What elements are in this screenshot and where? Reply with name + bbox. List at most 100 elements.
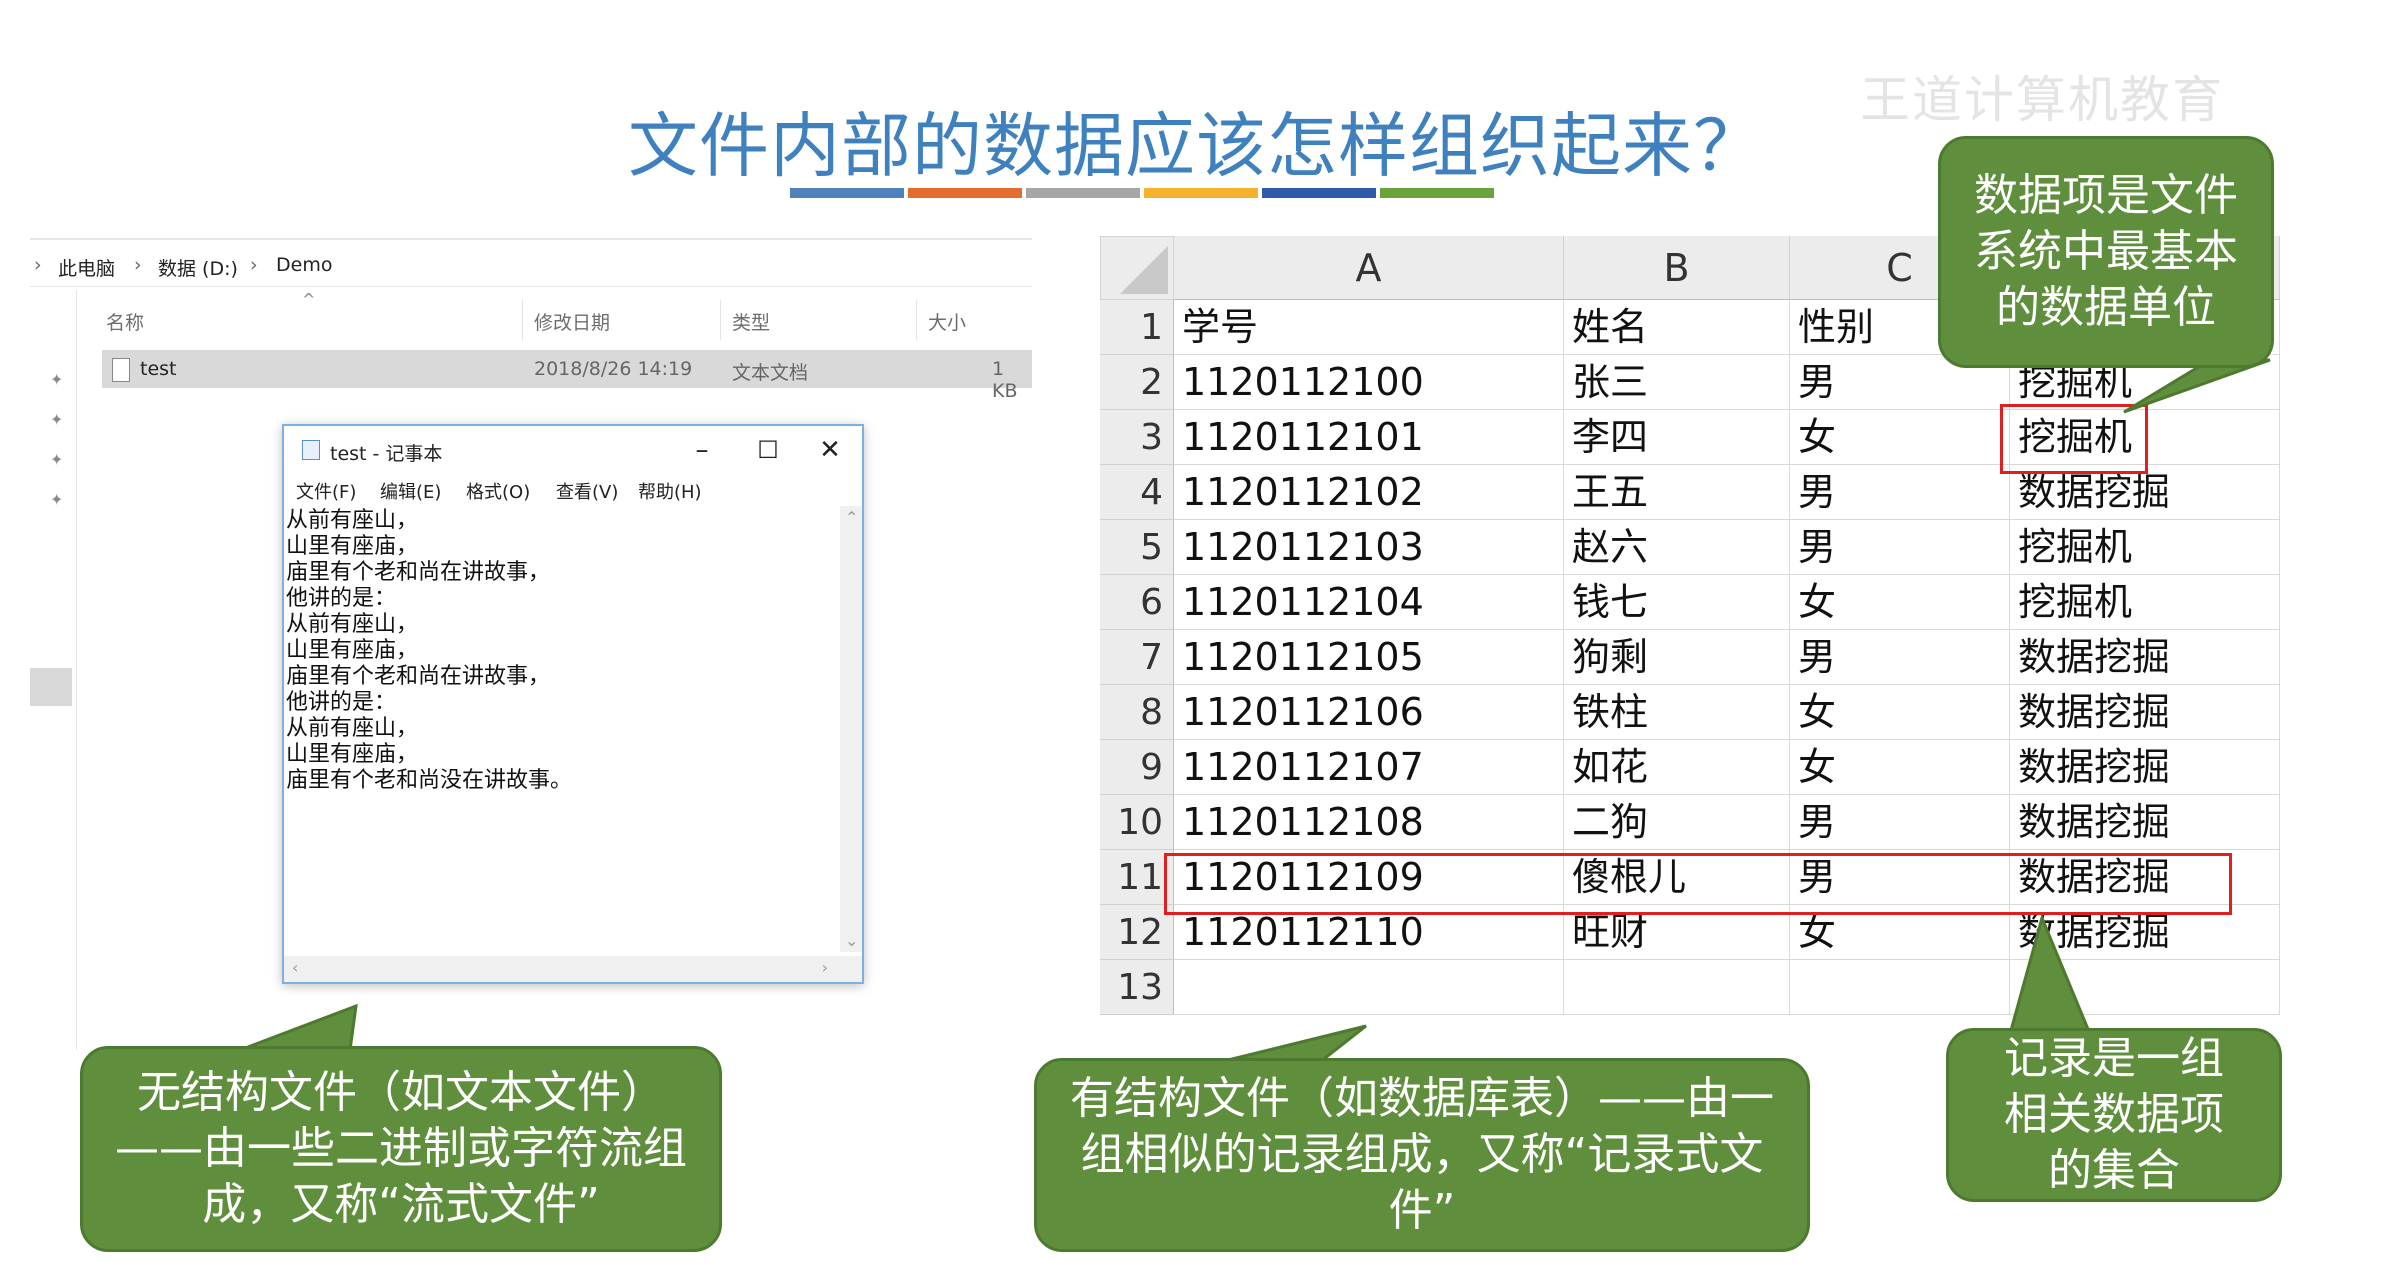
scroll-right-icon[interactable]: ›: [821, 958, 828, 977]
row-header[interactable]: 2: [1100, 355, 1174, 410]
select-all-corner[interactable]: [1100, 236, 1174, 300]
breadcrumb-expand-icon[interactable]: ›: [34, 254, 42, 276]
scroll-down-icon[interactable]: ⌄: [845, 931, 859, 950]
table-cell[interactable]: 1120112102: [1174, 465, 1564, 520]
table-cell[interactable]: 傻根儿: [1564, 850, 1790, 905]
table-cell[interactable]: 性别: [1790, 300, 2010, 355]
table-cell[interactable]: 女: [1790, 905, 2010, 960]
table-cell[interactable]: 1120112106: [1174, 685, 1564, 740]
row-header[interactable]: 6: [1100, 575, 1174, 630]
pin-icon[interactable]: ✦: [50, 370, 64, 389]
table-cell[interactable]: 赵六: [1564, 520, 1790, 575]
table-cell[interactable]: 挖掘机: [2010, 575, 2280, 630]
scroll-up-icon[interactable]: ⌃: [845, 508, 859, 527]
row-header[interactable]: 11: [1100, 850, 1174, 905]
menu-format[interactable]: 格式(O): [466, 482, 531, 503]
pin-icon[interactable]: ✦: [50, 490, 64, 509]
table-cell[interactable]: 1120112109: [1174, 850, 1564, 905]
table-cell[interactable]: 男: [1790, 630, 2010, 685]
table-cell[interactable]: 王五: [1564, 465, 1790, 520]
vertical-scrollbar[interactable]: ⌃ ⌄: [840, 506, 862, 952]
row-header[interactable]: 9: [1100, 740, 1174, 795]
table-cell[interactable]: 男: [1790, 850, 2010, 905]
minimize-icon[interactable]: –: [695, 435, 709, 465]
notepad-titlebar[interactable]: test - 记事本 – ☐ ✕: [284, 426, 862, 474]
column-header[interactable]: B: [1564, 236, 1790, 300]
table-cell[interactable]: 女: [1790, 575, 2010, 630]
table-cell[interactable]: 数据挖掘: [2010, 630, 2280, 685]
table-cell[interactable]: 数据挖掘: [2010, 740, 2280, 795]
column-separator[interactable]: [720, 300, 721, 340]
callout-record: 记录是一组相关数据项的集合: [1946, 1028, 2282, 1202]
notepad-window[interactable]: test - 记事本 – ☐ ✕ 文件(F) 编辑(E) 格式(O) 查看(V)…: [282, 424, 864, 984]
table-cell[interactable]: 二狗: [1564, 795, 1790, 850]
table-cell[interactable]: 女: [1790, 410, 2010, 465]
row-header[interactable]: 8: [1100, 685, 1174, 740]
breadcrumb-item-drive[interactable]: 数据 (D:): [158, 258, 238, 280]
table-cell[interactable]: 数据挖掘: [2010, 685, 2280, 740]
maximize-icon[interactable]: ☐: [757, 436, 779, 464]
table-cell[interactable]: 挖掘机: [2010, 520, 2280, 575]
table-cell[interactable]: 男: [1790, 795, 2010, 850]
row-header[interactable]: 4: [1100, 465, 1174, 520]
row-header[interactable]: 5: [1100, 520, 1174, 575]
table-cell[interactable]: 学号: [1174, 300, 1564, 355]
column-header-type[interactable]: 类型: [732, 312, 771, 334]
table-cell[interactable]: 男: [1790, 355, 2010, 410]
table-cell[interactable]: [1174, 960, 1564, 1015]
column-header[interactable]: A: [1174, 236, 1564, 300]
pin-icon[interactable]: ✦: [50, 450, 64, 469]
breadcrumb-item-folder[interactable]: Demo: [276, 254, 333, 276]
pin-icon[interactable]: ✦: [50, 410, 64, 429]
table-cell[interactable]: 如花: [1564, 740, 1790, 795]
row-header[interactable]: 1: [1100, 300, 1174, 355]
row-header[interactable]: 7: [1100, 630, 1174, 685]
table-cell[interactable]: 1120112108: [1174, 795, 1564, 850]
table-cell[interactable]: 1120112110: [1174, 905, 1564, 960]
table-cell[interactable]: [1790, 960, 2010, 1015]
table-cell[interactable]: 数据挖掘: [2010, 795, 2280, 850]
table-cell[interactable]: 1120112104: [1174, 575, 1564, 630]
row-header[interactable]: 3: [1100, 410, 1174, 465]
table-cell[interactable]: 钱七: [1564, 575, 1790, 630]
table-cell[interactable]: 数据挖掘: [2010, 465, 2280, 520]
table-cell[interactable]: 男: [1790, 465, 2010, 520]
table-cell[interactable]: 姓名: [1564, 300, 1790, 355]
menu-edit[interactable]: 编辑(E): [380, 482, 442, 503]
row-header[interactable]: 12: [1100, 905, 1174, 960]
table-cell[interactable]: 李四: [1564, 410, 1790, 465]
column-separator[interactable]: [522, 300, 523, 340]
breadcrumb[interactable]: › 此电脑 › 数据 (D:) › Demo: [30, 246, 1032, 287]
row-header[interactable]: 10: [1100, 795, 1174, 850]
close-icon[interactable]: ✕: [819, 435, 841, 465]
table-cell[interactable]: 1120112107: [1174, 740, 1564, 795]
table-cell[interactable]: 狗剩: [1564, 630, 1790, 685]
menu-view[interactable]: 查看(V): [556, 482, 619, 503]
callout-unstructured-text: 无结构文件（如文本文件）——由一些二进制或字符流组成，又称“流式文件”: [115, 1067, 687, 1230]
row-header[interactable]: 13: [1100, 960, 1174, 1015]
column-header-modified[interactable]: 修改日期: [534, 312, 611, 334]
menu-file[interactable]: 文件(F): [296, 482, 357, 503]
table-cell[interactable]: 男: [1790, 520, 2010, 575]
table-cell[interactable]: 1120112105: [1174, 630, 1564, 685]
table-cell[interactable]: 铁柱: [1564, 685, 1790, 740]
column-separator[interactable]: [916, 300, 917, 340]
horizontal-scrollbar[interactable]: ‹ ›: [284, 956, 862, 982]
table-cell[interactable]: 女: [1790, 740, 2010, 795]
file-row-test[interactable]: test 2018/8/26 14:19 文本文档 1 KB: [102, 350, 1032, 402]
column-header-name[interactable]: 名称: [106, 312, 145, 334]
table-cell[interactable]: 1120112103: [1174, 520, 1564, 575]
table-cell[interactable]: 张三: [1564, 355, 1790, 410]
breadcrumb-item-pc[interactable]: 此电脑: [58, 258, 116, 280]
table-cell[interactable]: [1564, 960, 1790, 1015]
table-cell[interactable]: 数据挖掘: [2010, 850, 2280, 905]
notepad-text-area[interactable]: 从前有座山， 山里有座庙， 庙里有个老和尚在讲故事， 他讲的是： 从前有座山， …: [286, 508, 573, 793]
scroll-left-icon[interactable]: ‹: [292, 958, 299, 977]
table-cell[interactable]: 1120112100: [1174, 355, 1564, 410]
table-cell[interactable]: [2010, 960, 2280, 1015]
column-header-size[interactable]: 大小: [928, 312, 967, 334]
table-cell[interactable]: 女: [1790, 685, 2010, 740]
menu-help[interactable]: 帮助(H): [638, 482, 702, 503]
table-cell[interactable]: 1120112101: [1174, 410, 1564, 465]
table-cell[interactable]: 旺财: [1564, 905, 1790, 960]
